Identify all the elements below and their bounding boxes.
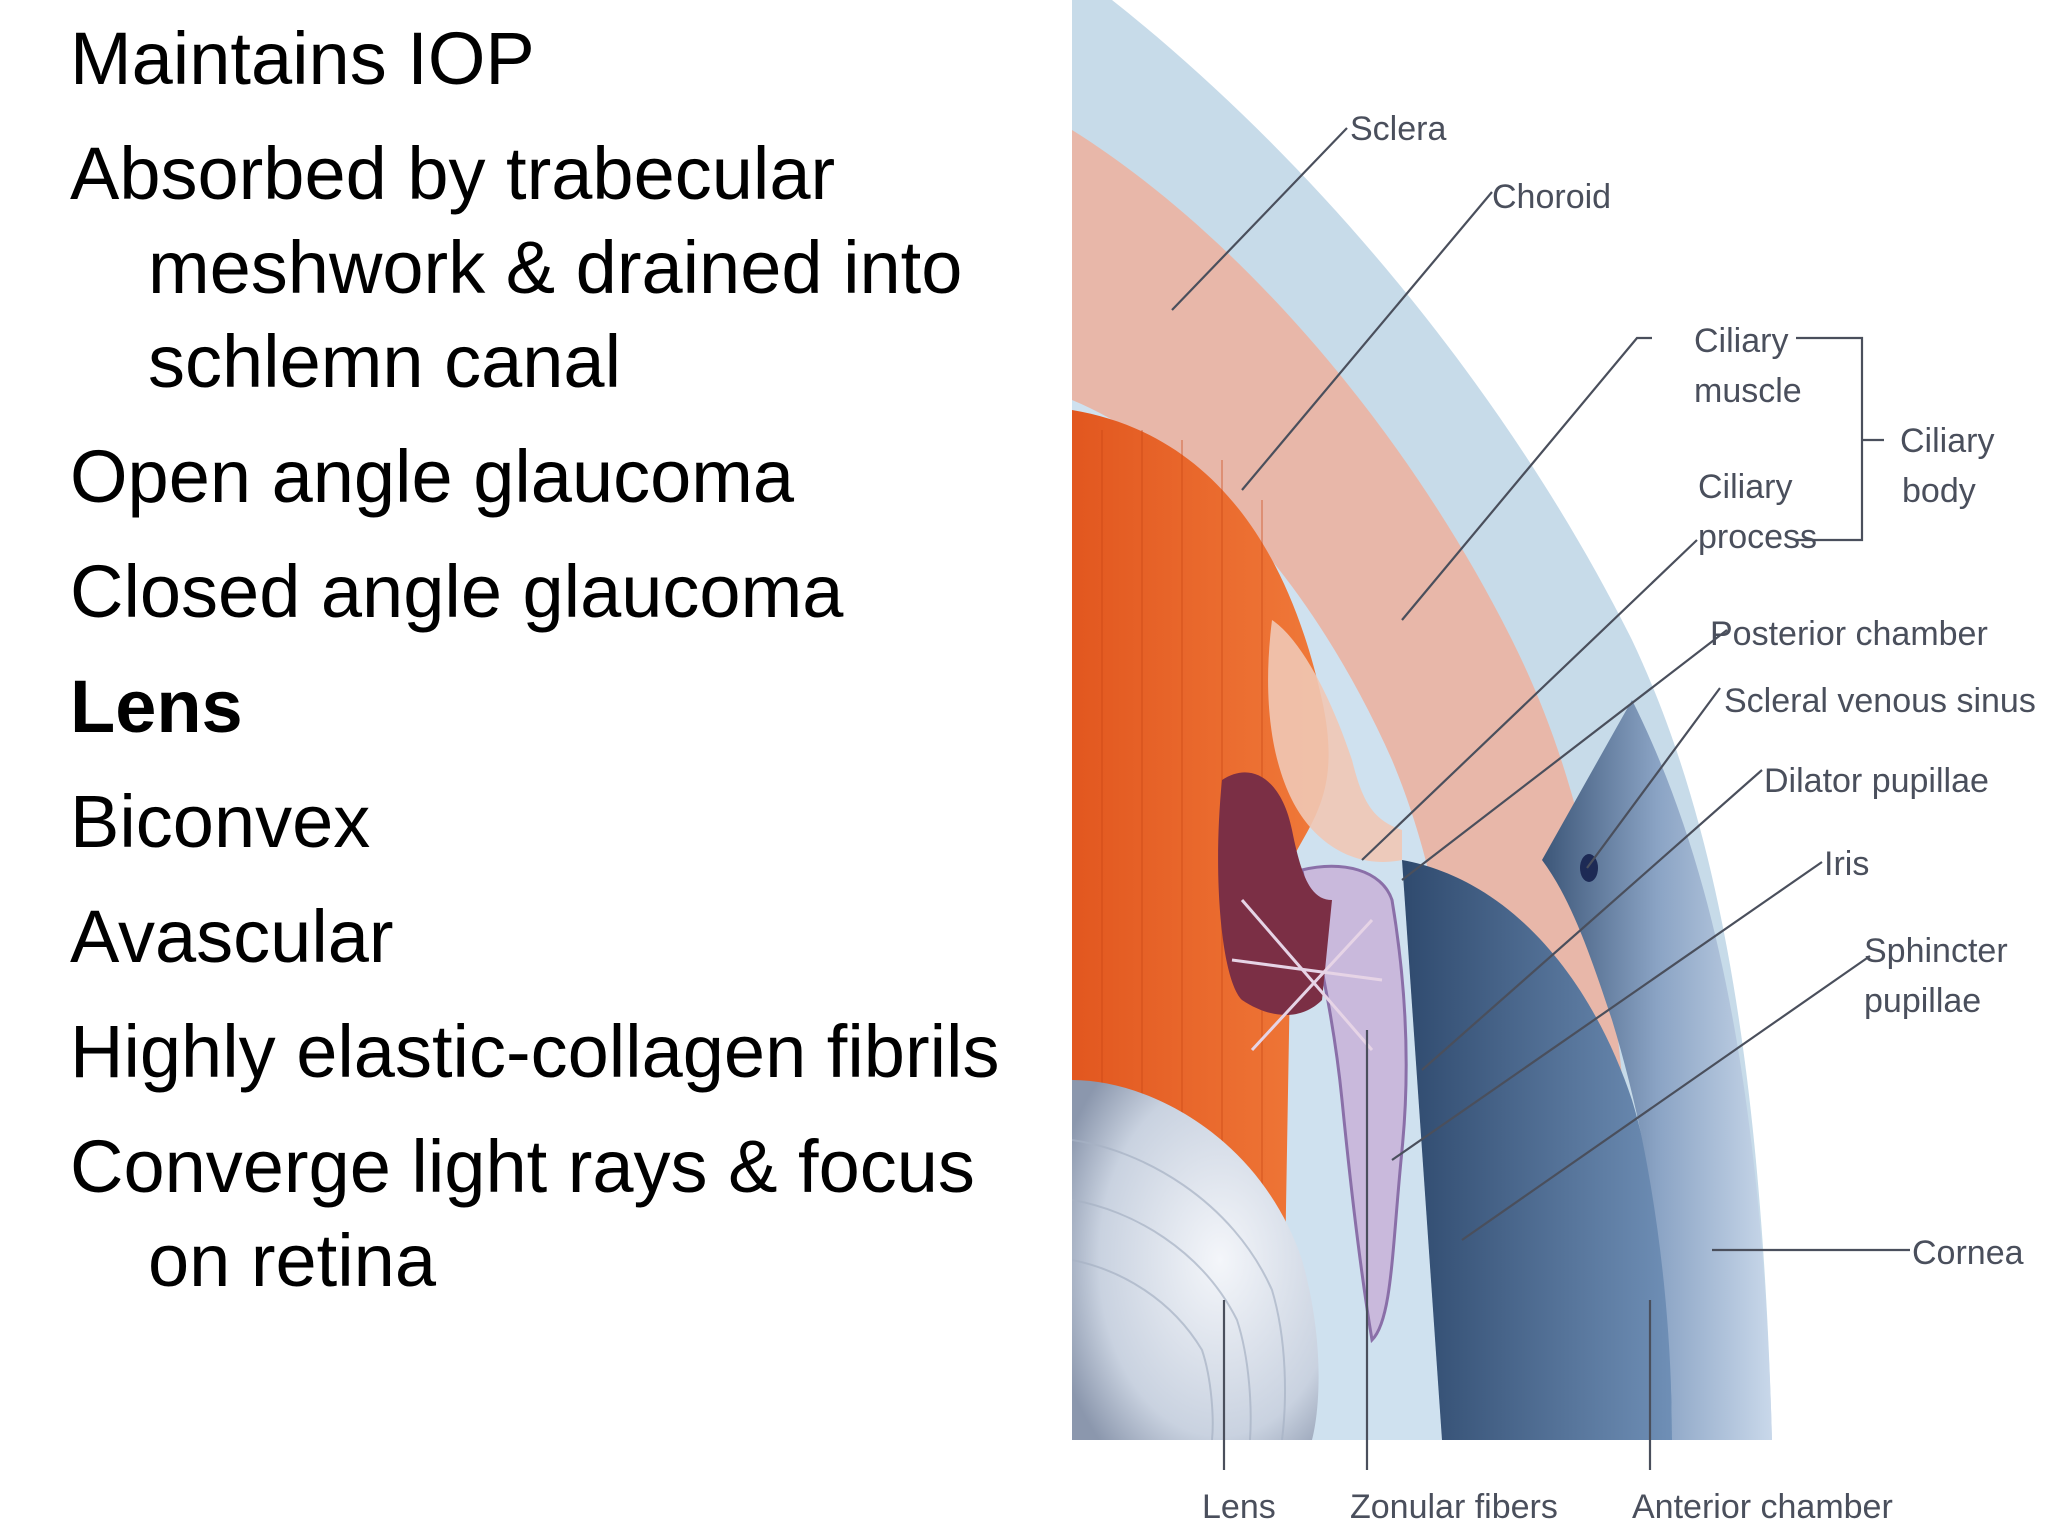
label-ciliary-body-1: Ciliary — [1900, 422, 1994, 460]
label-choroid: Choroid — [1492, 178, 1611, 216]
bullet-lens-heading: Lens — [70, 665, 243, 748]
label-sphincter-1: Sphincter — [1864, 932, 2008, 970]
bullet-maintains-iop: Maintains IOP — [70, 17, 535, 100]
label-sphincter-2: pupillae — [1864, 982, 1981, 1020]
label-zonular-fibers: Zonular fibers — [1350, 1488, 1558, 1526]
label-ciliary-muscle-2: muscle — [1694, 372, 1802, 410]
bullet-converge: Converge light rays & focus on retina — [70, 1125, 975, 1302]
label-ciliary-process-2: process — [1698, 518, 1817, 556]
label-ciliary-body-2: body — [1902, 472, 1976, 510]
label-posterior-chamber: Posterior chamber — [1710, 615, 1988, 653]
bullet-open-angle: Open angle glaucoma — [70, 435, 795, 518]
label-ciliary-muscle-1: Ciliary — [1694, 322, 1788, 360]
label-sclera: Sclera — [1350, 110, 1446, 148]
eye-anatomy-illustration: Sclera Choroid Ciliary muscle Ciliary pr… — [1072, 0, 2048, 1536]
label-scleral-venous-sinus: Scleral venous sinus — [1724, 682, 2036, 720]
bullet-avascular: Avascular — [70, 895, 394, 978]
bullet-elastic: Highly elastic-collagen fibrils — [70, 1010, 1000, 1093]
bullet-biconvex: Biconvex — [70, 780, 371, 863]
bullet-absorbed: Absorbed by trabecular meshwork & draine… — [70, 132, 963, 403]
label-ciliary-process-1: Ciliary — [1698, 468, 1792, 506]
bullet-closed-angle: Closed angle glaucoma — [70, 550, 844, 633]
label-dilator-pupillae: Dilator pupillae — [1764, 762, 1989, 800]
label-anterior-chamber: Anterior chamber — [1632, 1488, 1893, 1526]
label-cornea: Cornea — [1912, 1234, 2024, 1272]
eye-anatomy-figure: Sclera Choroid Ciliary muscle Ciliary pr… — [1072, 0, 2048, 1536]
label-lens: Lens — [1202, 1488, 1276, 1526]
bullet-list: Maintains IOP Absorbed by trabecular mes… — [70, 12, 1060, 1329]
label-iris: Iris — [1824, 845, 1869, 883]
